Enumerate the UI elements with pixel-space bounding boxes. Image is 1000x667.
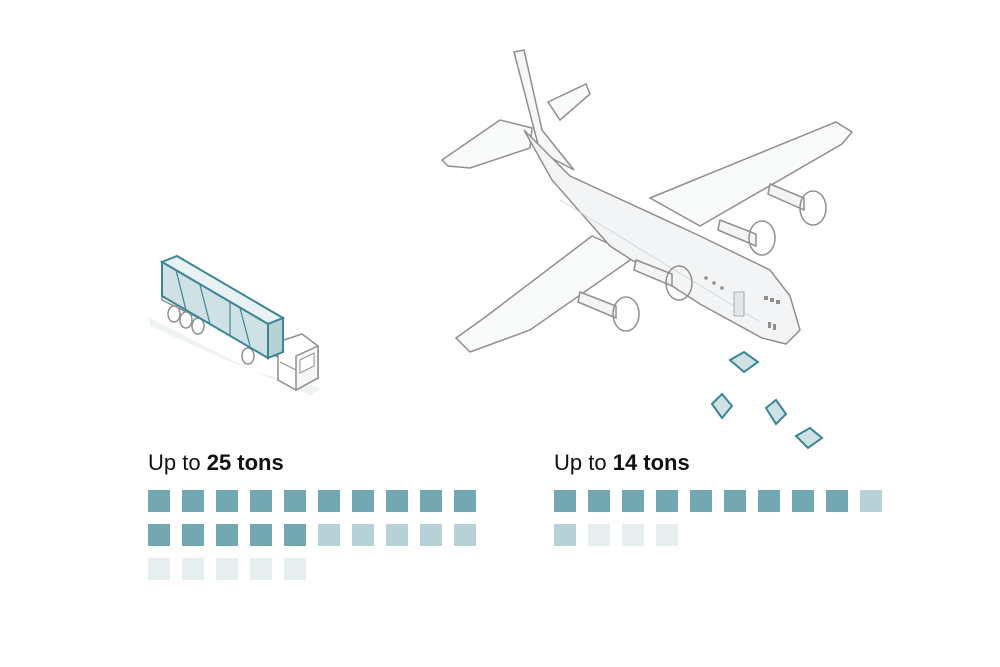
ton-square-full — [182, 490, 204, 512]
ton-square-full — [792, 490, 814, 512]
plane-capacity-label: Up to 14 tons — [554, 448, 882, 478]
ton-square-partial — [318, 524, 340, 546]
truck-capacity-prefix: Up to — [148, 450, 207, 475]
truck-illustration — [150, 254, 320, 396]
ton-square-empty — [148, 558, 170, 580]
ton-square-full — [318, 490, 340, 512]
ton-square-full — [216, 490, 238, 512]
ton-square-full — [284, 490, 306, 512]
ton-square-full — [588, 490, 610, 512]
ton-square-partial — [554, 524, 576, 546]
ton-square-full — [216, 524, 238, 546]
ton-square-full — [454, 490, 476, 512]
ton-square-partial — [420, 524, 442, 546]
ton-square-full — [182, 524, 204, 546]
ton-square-empty — [216, 558, 238, 580]
ton-square-full — [284, 524, 306, 546]
ton-square-full — [352, 490, 374, 512]
truck-capacity-amount: 25 tons — [206, 450, 284, 475]
plane-capacity-prefix: Up to — [554, 450, 613, 475]
ton-square-full — [250, 524, 272, 546]
plane-illustration — [440, 49, 854, 450]
ton-square-partial — [352, 524, 374, 546]
ton-square-full — [554, 490, 576, 512]
ton-square-full — [622, 490, 644, 512]
ton-square-empty — [250, 558, 272, 580]
ton-square-full — [250, 490, 272, 512]
ton-square-full — [826, 490, 848, 512]
ton-square-full — [690, 490, 712, 512]
ton-square-empty — [622, 524, 644, 546]
ton-square-empty — [284, 558, 306, 580]
ton-square-partial — [454, 524, 476, 546]
ton-square-empty — [656, 524, 678, 546]
ton-square-full — [724, 490, 746, 512]
ton-square-full — [148, 524, 170, 546]
plane-capacity-amount: 14 tons — [612, 450, 690, 475]
ton-square-full — [420, 490, 442, 512]
plane-ton-grid — [554, 490, 882, 546]
ton-square-full — [656, 490, 678, 512]
plane-capacity-panel: Up to 14 tons — [554, 448, 882, 546]
truck-ton-grid — [148, 490, 476, 580]
ton-square-full — [386, 490, 408, 512]
ton-square-partial — [860, 490, 882, 512]
truck-capacity-label: Up to 25 tons — [148, 448, 476, 478]
ton-square-full — [148, 490, 170, 512]
truck-capacity-panel: Up to 25 tons — [148, 448, 476, 580]
ton-square-full — [758, 490, 780, 512]
ton-square-empty — [588, 524, 610, 546]
ton-square-empty — [182, 558, 204, 580]
ton-square-partial — [386, 524, 408, 546]
